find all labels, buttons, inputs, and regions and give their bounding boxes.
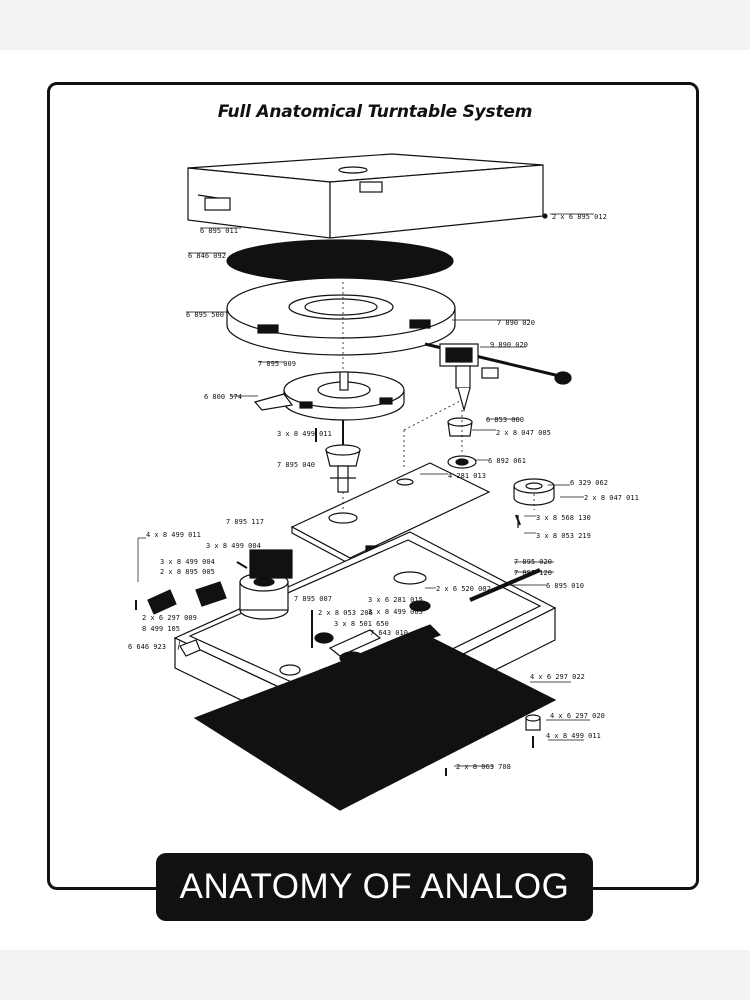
part-label: 2 x 8 895 005 [160, 568, 215, 576]
part-label: 6 895 500 [186, 311, 224, 319]
part-label: 6 646 923 [128, 643, 166, 651]
slip-mat [226, 239, 454, 283]
part-label: 3 x 8 499 004 [206, 542, 261, 550]
part-label: 2 x 8 047 005 [496, 429, 551, 437]
screws [236, 213, 548, 569]
part-label: 3 x 8 053 219 [536, 532, 591, 540]
part-label: 4 x 6 297 022 [530, 673, 585, 681]
bottom-plate [193, 631, 557, 811]
part-label: 7 895 117 [226, 518, 264, 526]
part-label: 7 895 020 [514, 558, 552, 566]
assembly-guides [253, 282, 535, 590]
part-label: 6 329 062 [570, 479, 608, 487]
part-label: 3 x 8 568 130 [536, 514, 591, 522]
part-label: 6 895 010 [546, 582, 584, 590]
damper-feet [135, 581, 227, 657]
part-labels: 6 895 011 2 x 6 895 012 6 846 092 6 895 … [128, 213, 639, 771]
part-label: 2 x 6 520 002 [436, 585, 491, 593]
part-label: 6 853 060 [486, 416, 524, 424]
part-label: 2 x 8 053 206 [318, 609, 373, 617]
part-label: 6 892 061 [488, 457, 526, 465]
part-label: 6 800 574 [204, 393, 242, 401]
part-label: 4 x 8 499 011 [146, 531, 201, 539]
spindle-bearing [325, 420, 361, 493]
dust-cover [187, 153, 544, 239]
part-label: 2 x 8 047 011 [584, 494, 639, 502]
part-label: 3 x 8 499 004 [160, 558, 215, 566]
part-label: 6 895 011 [200, 227, 238, 235]
part-label: 4 x 8 499 011 [546, 732, 601, 740]
cue-parts [447, 417, 477, 469]
banner-text: ANATOMY OF ANALOG [179, 867, 570, 906]
part-label: 3 x 8 499 011 [277, 430, 332, 438]
poster: Full Anatomical Turntable System [0, 50, 750, 950]
platter [226, 277, 456, 356]
part-label: 6 846 092 [188, 252, 226, 260]
part-label: 7 895 009 [258, 360, 296, 368]
part-label: 7 643 010 [370, 629, 408, 637]
part-label: 3 x 6 281 015 [368, 596, 423, 604]
banner: ANATOMY OF ANALOG [156, 853, 593, 921]
part-label: 2 x 6 895 012 [552, 213, 607, 221]
part-label: 2 x 6 297 009 [142, 614, 197, 622]
part-label: 4 281 013 [448, 472, 486, 480]
sub-platter [253, 371, 405, 421]
part-label: 7 890 020 [497, 319, 535, 327]
leader-lines [137, 213, 594, 767]
part-label: 8 499 105 [142, 625, 180, 633]
part-label: 9 890 020 [490, 341, 528, 349]
diagram-title: Full Anatomical Turntable System [217, 102, 533, 122]
top-plate [290, 462, 491, 566]
foot [445, 714, 541, 776]
part-label: 3 x 8 499 065 [368, 608, 423, 616]
part-label: 7 895 120 [514, 569, 552, 577]
turntable-exploded-view: 6 895 011 2 x 6 895 012 6 846 092 6 895 … [128, 153, 639, 811]
part-label: 4 x 6 297 020 [550, 712, 605, 720]
part-label: 7 895 040 [277, 461, 315, 469]
part-label: 3 x 8 501 650 [334, 620, 389, 628]
part-label: 2 x 8 063 708 [456, 763, 511, 771]
tonearm [424, 342, 572, 413]
part-label: 7 895 007 [294, 595, 332, 603]
